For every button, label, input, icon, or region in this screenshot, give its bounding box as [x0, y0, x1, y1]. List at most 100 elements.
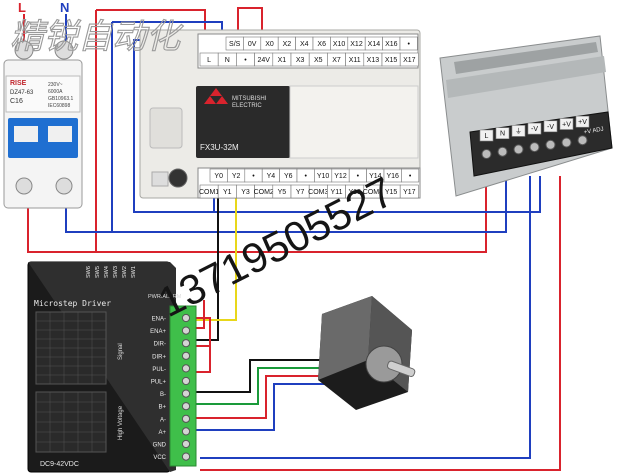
breaker-screw-n [54, 40, 74, 60]
psu-terminal-cell [575, 115, 590, 128]
driver-screw-icon [181, 364, 191, 373]
psu-terminal-cell [559, 118, 574, 130]
driver-terminal-label: VCC [153, 455, 166, 461]
driver-signal-group: Signal [118, 343, 124, 360]
breaker-out-screw-n [55, 177, 73, 195]
plc-terminal-label: Y2 [232, 173, 241, 180]
plc-terminal-label: • [409, 173, 412, 180]
driver-screw-icon [181, 402, 191, 411]
plc-terminal-label: • [304, 173, 307, 180]
psu-terminal-label: -V [531, 126, 538, 133]
plc-terminal-label: Y12 [334, 173, 347, 180]
driver-terminal-label: GND [153, 443, 167, 449]
driver-dip-label: SW5 [95, 266, 101, 278]
psu-screw-icon [497, 146, 508, 157]
plc-side-cover [149, 107, 183, 149]
stepper-motor [318, 296, 416, 410]
plc-terminal-label: X11 [349, 57, 361, 64]
psu-terminal-label: -V [547, 124, 554, 131]
psu-adj-label: +V ADJ [583, 127, 604, 136]
plc-terminal-label: Y17 [403, 189, 416, 196]
wire-psu-vminus [200, 176, 531, 459]
driver-dip-label: SW1 [131, 266, 137, 278]
psu-terminal-label: +V [562, 122, 571, 129]
driver-terminal-label: DIR+ [152, 354, 166, 360]
psu-terminal-cell [495, 127, 510, 139]
driver-terminal-label: A- [160, 417, 166, 423]
driver-screw-icon [181, 389, 191, 398]
wire-y0-pul [196, 186, 219, 341]
plc-terminal-label: Y16 [386, 173, 399, 180]
psu-screw-icon [481, 149, 492, 159]
wire-breaker-l-out [27, 180, 487, 253]
psu-terminal-label: N [500, 131, 505, 138]
driver-terminal-label: PUL- [152, 367, 166, 373]
driver-hv-group: High Voltage [118, 405, 124, 440]
wire-driver-ena [196, 300, 205, 329]
driver-terminal-label: B- [160, 392, 166, 398]
driver-screw-icon [181, 313, 191, 323]
circuit-breaker: RISE DZ47-63 C16 230V~6000AGB10963.1IEC6… [3, 40, 83, 209]
mains-n-label: N [60, 0, 69, 15]
plc-terminal-label: • [252, 173, 255, 180]
plc-terminal-label: 24V [257, 57, 270, 64]
breaker-spec-line: 230V~ [48, 82, 63, 88]
plc-terminal-cell [399, 36, 418, 51]
driver-dip-label: SW4 [104, 266, 110, 278]
breaker-rating: C16 [10, 98, 23, 105]
mitsubishi-logo-icon [204, 88, 228, 104]
plc-terminal-cell [399, 184, 419, 199]
driver-screw-icon [181, 427, 191, 436]
plc-terminal-label: COM3 [308, 189, 328, 196]
plc-terminal-cell [401, 168, 420, 183]
psu-screw-icon [561, 137, 572, 148]
driver-terminal-label: ENA+ [150, 329, 166, 335]
plc-terminal-label: COM4 [363, 189, 383, 196]
plc-terminal-label: • [244, 57, 247, 64]
plc-terminal-label: Y7 [296, 189, 305, 196]
plc-terminal-label: Y1 [223, 189, 232, 196]
plc-terminal-label: X12 [350, 41, 363, 48]
plc-terminal-label: N [225, 57, 230, 64]
psu-terminal-cell [511, 125, 526, 137]
driver-table-grid [35, 311, 107, 453]
breaker-brand: RISE [10, 80, 27, 87]
breaker-spec-line: IEC60898 [48, 103, 70, 109]
plc-brand: MITSUBISHI [232, 96, 267, 102]
plc-terminal-label: X13 [367, 57, 380, 64]
psu-screw-icon [513, 144, 524, 155]
plc-terminal-cell [399, 52, 419, 67]
driver-dc-label: DC9-42VDC [40, 461, 79, 468]
plc-port-icon [168, 168, 188, 188]
breaker-toggle-left [14, 126, 38, 142]
plc-terminal-label: X15 [385, 57, 398, 64]
plc-switch [151, 171, 169, 187]
plc-terminal-label: Y14 [369, 173, 382, 180]
plc-brand-sub: ELECTRIC [232, 103, 262, 109]
plc-terminal-label: Y13 [348, 189, 361, 196]
wire-motor-blue [196, 383, 330, 431]
motor-flange [365, 345, 403, 383]
driver-terminal-label: B+ [158, 405, 166, 411]
plc-terminal-label: • [407, 41, 410, 48]
driver-terminal-label: PUL+ [151, 380, 167, 386]
wire-psu-vplus [200, 176, 561, 471]
plc-terminal-label: X7 [332, 57, 341, 64]
plc-terminal-label: Y11 [331, 189, 343, 196]
driver-terminal-label: A+ [158, 430, 166, 436]
psu-screw-icon [545, 139, 556, 150]
plc-terminal-label: • [357, 173, 360, 180]
wire-motor-black [196, 359, 330, 393]
driver-dip-label: SW2 [122, 266, 128, 278]
plc-terminal-label: Y0 [214, 173, 223, 180]
driver-screw-icon [181, 452, 191, 461]
plc-terminal-label: X10 [333, 41, 346, 48]
plc-terminal-label: X3 [296, 57, 305, 64]
